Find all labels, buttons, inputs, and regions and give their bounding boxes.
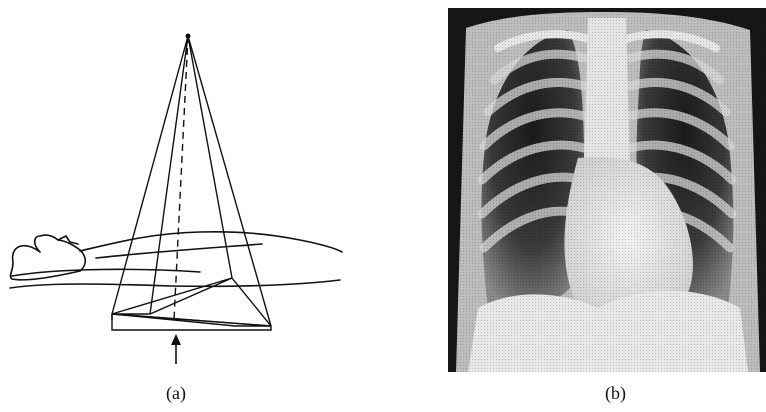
beam-edge-back-left <box>150 36 188 314</box>
film-grain <box>448 8 766 372</box>
film-plate-top-front <box>112 314 271 326</box>
caption-b: (b) <box>605 383 626 404</box>
patient-head <box>10 235 85 280</box>
panel-b-chest-radiograph: (b) <box>440 0 766 412</box>
chest-xray-image <box>448 8 766 372</box>
beam-edge-back-right <box>188 36 232 278</box>
x-ray-source-point <box>186 34 191 39</box>
beam-edge-front-left <box>112 36 188 314</box>
direction-arrow-icon <box>171 334 181 345</box>
patient-body-bottom <box>10 280 340 288</box>
patient-body-top <box>80 232 342 252</box>
patient-underline <box>12 269 200 276</box>
caption-a: (a) <box>166 383 186 404</box>
patient-arm <box>96 244 262 258</box>
panel-a-projection-diagram: (a) <box>0 0 400 412</box>
projection-diagram-svg <box>0 0 400 412</box>
beam-edge-front-right <box>188 36 271 326</box>
